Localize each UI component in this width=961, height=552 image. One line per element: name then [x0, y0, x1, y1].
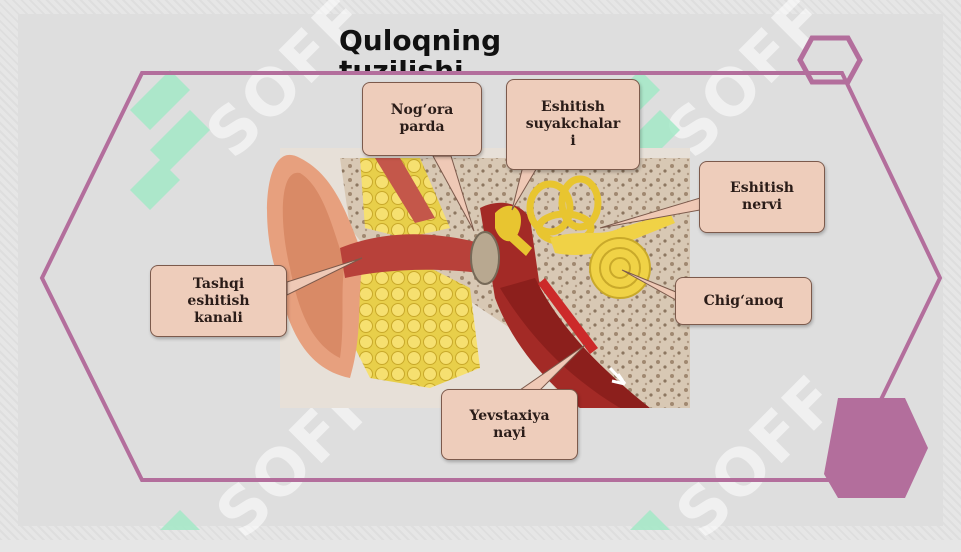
label-cochlea: Chig‘anoq [675, 277, 812, 325]
slide-title: Quloqning [339, 24, 502, 57]
label-external-auditory-canal: Tashqi eshitish kanali [150, 265, 287, 337]
label-eustachian-tube: Yevstaxiya nayi [441, 389, 578, 460]
label-auditory-ossicles: Eshitish suyakchalar i [506, 79, 640, 170]
hexagon-frame [39, 35, 943, 498]
label-auditory-nerve: Eshitish nervi [699, 161, 825, 233]
ear-anatomy-illustration [267, 148, 690, 408]
pointer-lines [286, 155, 701, 391]
slide-title-overflow: tuzilishi [339, 60, 464, 71]
accent-block [824, 398, 928, 498]
label-tympanic-membrane: Nog‘ora parda [362, 82, 482, 156]
small-hexagon-outline [797, 35, 863, 85]
